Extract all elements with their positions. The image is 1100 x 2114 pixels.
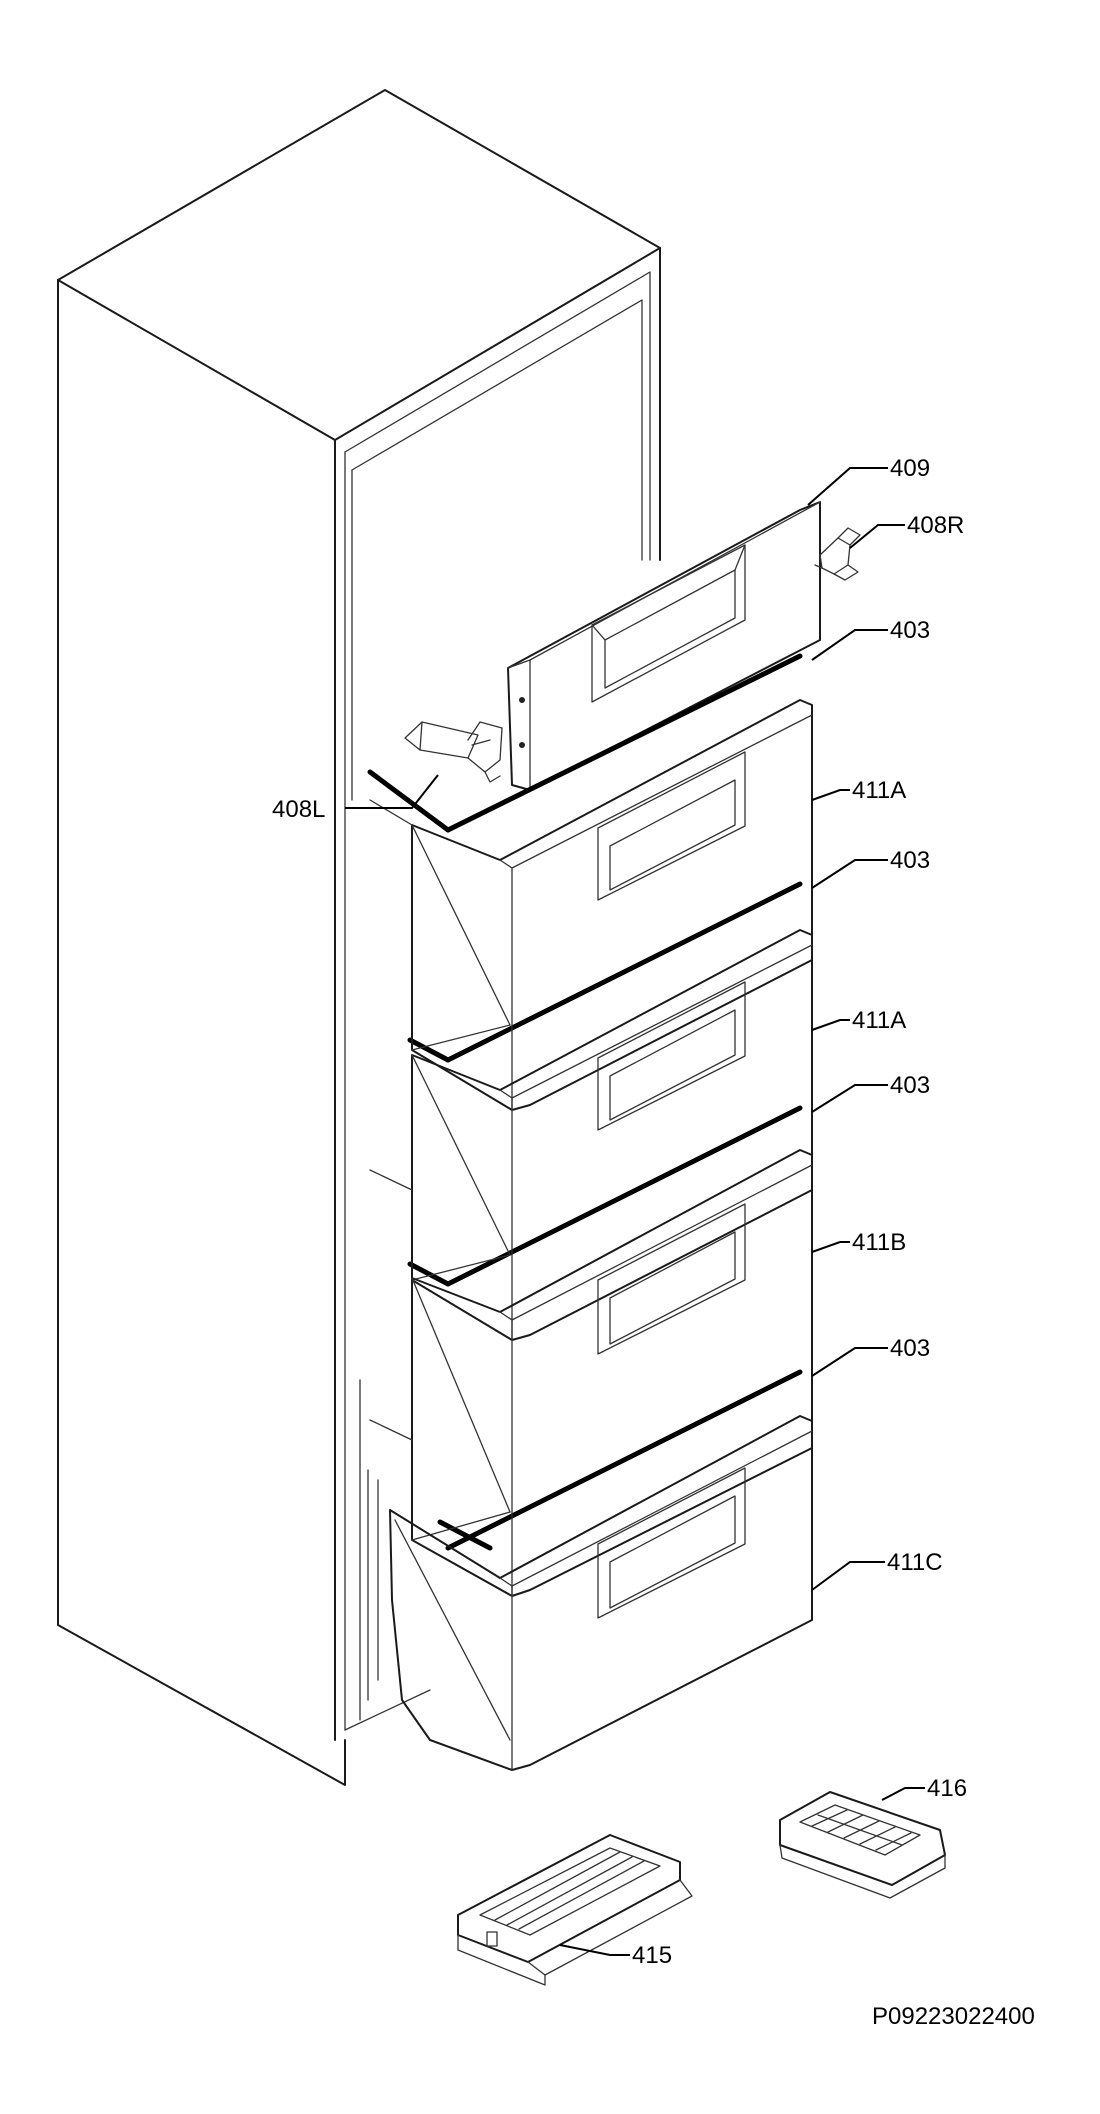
shelf-edge-403-3 [445, 1105, 803, 1287]
label-403-4: 403 [890, 1335, 930, 1362]
shelf-edge-403-2 [445, 881, 803, 1063]
shelf-edge-403-4 [445, 1369, 803, 1551]
leader-lines [345, 467, 925, 1956]
tray-415 [457, 1834, 693, 1986]
label-411C: 411C [887, 1549, 943, 1576]
label-409: 409 [890, 455, 930, 482]
drawer-411C [389, 1415, 813, 1771]
hinge-408L [404, 721, 503, 783]
label-403-3: 403 [890, 1072, 930, 1099]
shelf-edge-403-1 [445, 653, 803, 833]
label-403-1: 403 [890, 617, 930, 644]
label-408R: 408R [907, 512, 964, 539]
drawing-code: P09223022400 [872, 2003, 1035, 2030]
flap-409 [507, 501, 821, 791]
ice-tray-416 [779, 1791, 946, 1899]
shelf-edges-403 [367, 653, 803, 1551]
label-411A-1: 411A [852, 777, 906, 804]
hinge-408R [814, 527, 861, 581]
label-411B: 411B [852, 1229, 906, 1256]
part-labels: 409 408R 403 411A 408L 403 411A 403 411B… [272, 455, 967, 1969]
label-403-2: 403 [890, 847, 930, 874]
label-408L: 408L [272, 796, 325, 823]
freezer-cabinet [57, 89, 661, 1786]
label-415: 415 [632, 1942, 672, 1969]
label-416: 416 [927, 1775, 967, 1802]
label-411A-2: 411A [852, 1007, 906, 1034]
